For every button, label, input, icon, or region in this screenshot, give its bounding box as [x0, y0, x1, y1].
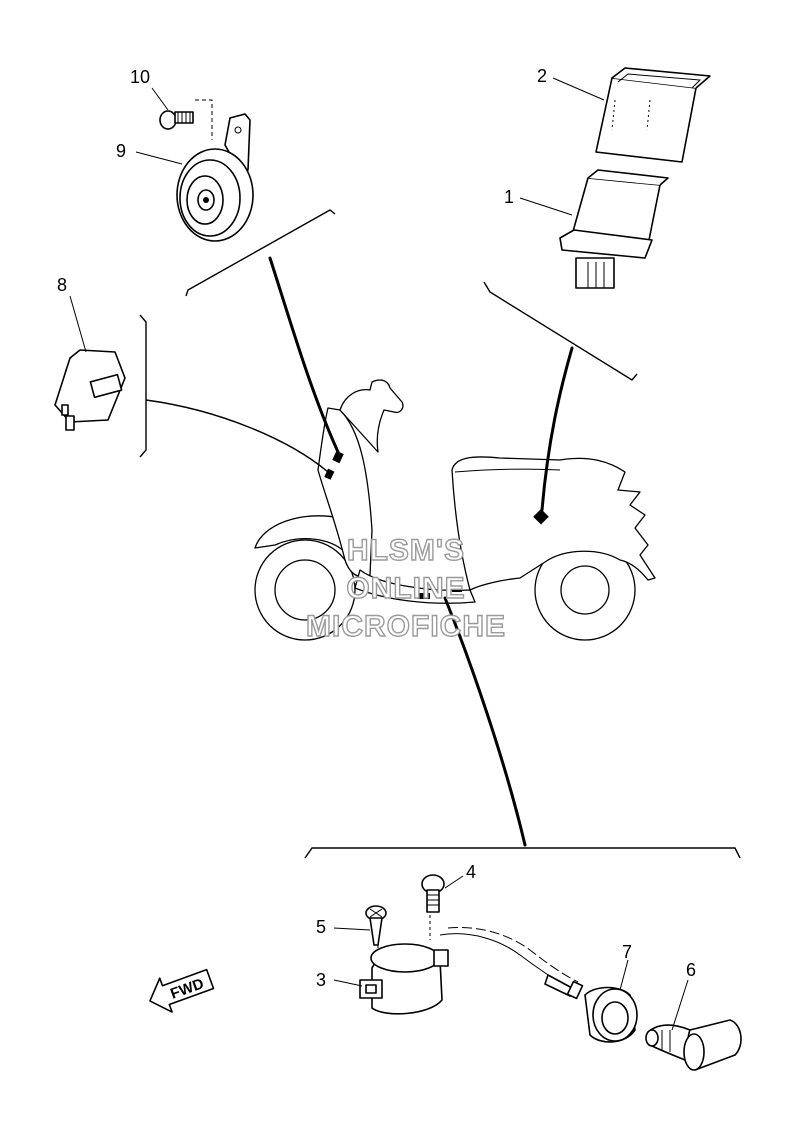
callout-2: 2: [537, 66, 547, 86]
flasher-relay-8: [54, 349, 126, 431]
relay-unit-1: [559, 169, 669, 289]
watermark-line-3: MICROFICHE: [306, 610, 506, 643]
bolt-10: [159, 99, 213, 140]
ignition-coil-3: [359, 915, 584, 1015]
scooter-outline: [254, 379, 656, 641]
location-markers: [324, 450, 549, 599]
callout-numbers: 10 9 8 2 1 4 5 3 7 6: [57, 66, 696, 990]
bolt-4: [421, 874, 445, 913]
callout-10: 10: [130, 67, 150, 87]
leader-lines: [139, 209, 741, 859]
callout-6: 6: [686, 960, 696, 980]
plug-cap-6: [645, 1019, 742, 1071]
watermark: HLSM'S ONLINE MICROFICHE: [305, 533, 506, 643]
callout-leaders: [69, 77, 689, 1031]
watermark-line-1: HLSM'S: [347, 534, 465, 567]
callout-7: 7: [622, 942, 632, 962]
callout-9: 9: [116, 141, 126, 161]
callout-5: 5: [316, 917, 326, 937]
callout-8: 8: [57, 275, 67, 295]
fwd-arrow: FWD: [149, 968, 215, 1013]
rubber-cover-2: [595, 67, 711, 163]
callout-4: 4: [466, 862, 476, 882]
horn-9: [176, 113, 254, 242]
seal-7: [584, 986, 638, 1043]
callout-3: 3: [316, 970, 326, 990]
callout-1: 1: [504, 187, 514, 207]
watermark-line-2: ONLINE: [346, 572, 465, 605]
screw-5: [365, 905, 387, 975]
